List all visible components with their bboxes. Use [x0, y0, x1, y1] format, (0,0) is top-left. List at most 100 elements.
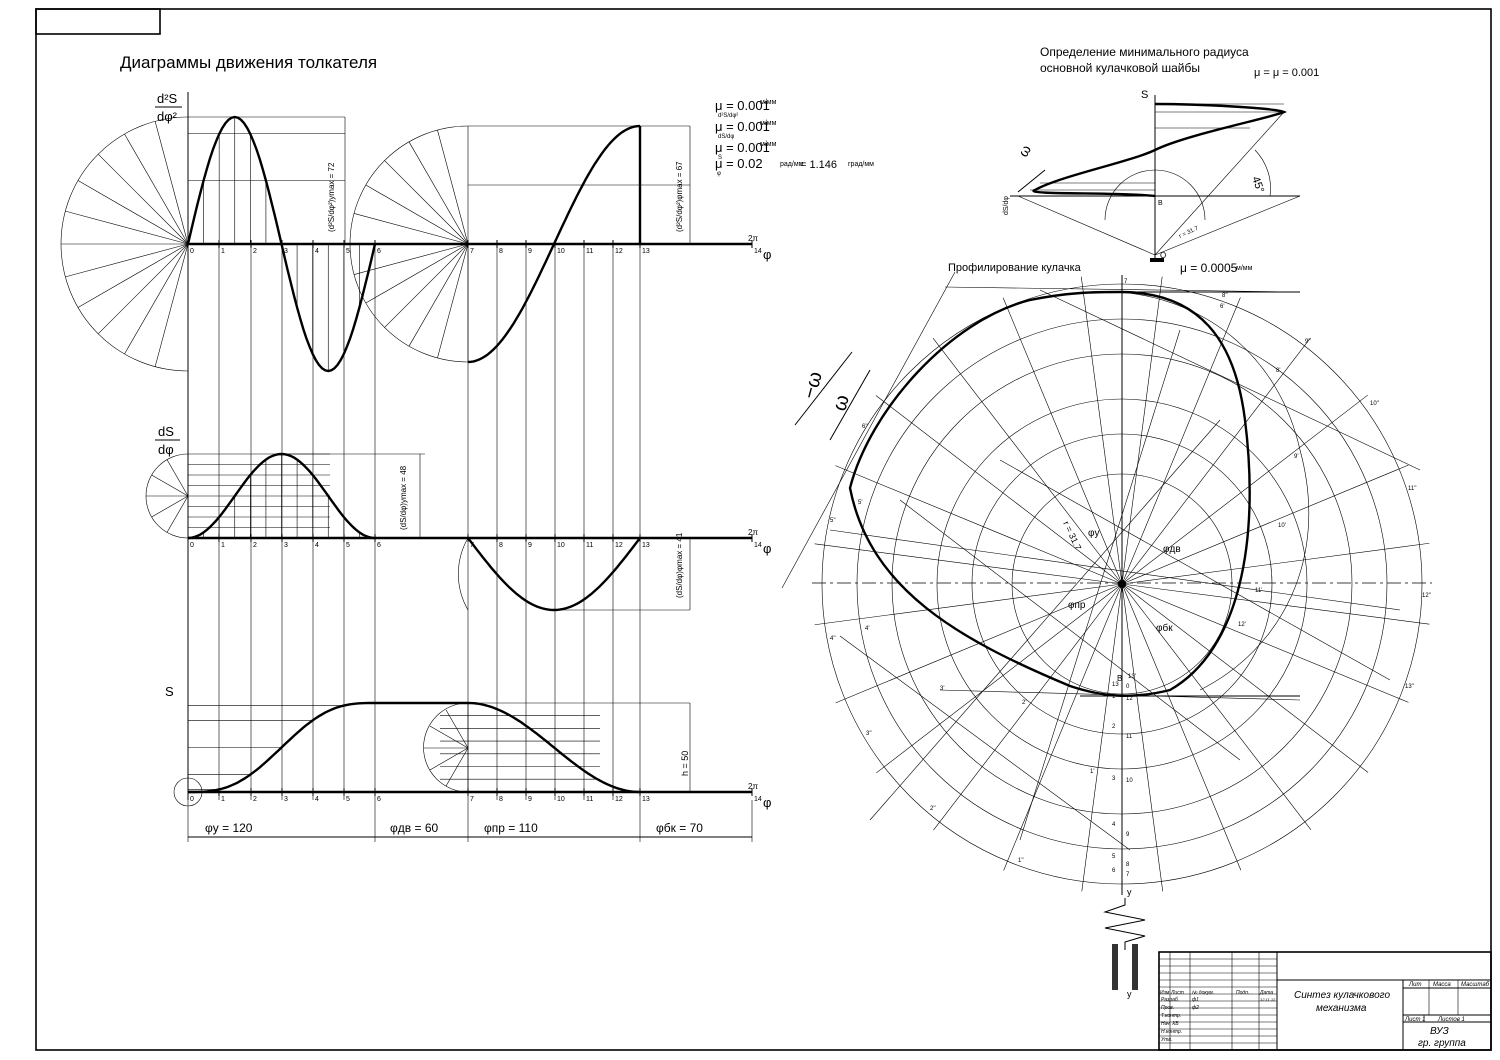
tick-label-2-7: 7: [470, 542, 474, 549]
d2s-ray-return-9: [384, 243, 469, 328]
d2s-ray-return-5: [353, 213, 469, 245]
min-radius-deriv-label: dS/dφ: [1003, 196, 1010, 215]
tick-label-1-9: 9: [528, 248, 532, 255]
cam-point-outer-9: 10'': [1370, 401, 1379, 407]
cam-tangent-1: [839, 635, 1131, 851]
diagrams-title: Диаграммы движения толкателя: [120, 53, 377, 72]
tick-label-2-9: 9: [528, 542, 532, 549]
tb-scale: Масштаб: [1461, 982, 1490, 988]
tick-label-2-4: 4: [315, 542, 319, 549]
s-aux-circle-return: [423, 702, 469, 793]
tick-label-2-14: 14: [754, 542, 762, 549]
scale-s-unit: м/мм: [760, 141, 777, 148]
cam-point-outer-0: 1'': [1018, 858, 1024, 864]
tb-name-line2: механизма: [1316, 1003, 1367, 1014]
cam-tangent-3: [1039, 289, 1421, 471]
ann-d2s-down: (d²S/dφ²)φmax = 67: [675, 161, 684, 232]
tick-label-1-4: 4: [315, 248, 319, 255]
cam-point-mid-6: 8': [1276, 368, 1280, 374]
min-radius-pivot: [1150, 258, 1164, 262]
d2s-ray-return-8: [365, 243, 469, 304]
cam-point-outer-3: 4'': [830, 636, 836, 642]
phase-label-return: φпр = 110: [484, 821, 538, 835]
cam-axis-mark-11: 8: [1126, 862, 1130, 868]
cam-axis-mark-12: 6: [1112, 868, 1116, 874]
tick-label-1-14: 14: [754, 248, 762, 255]
cam-tangent-5: [869, 419, 1221, 821]
tb-date: 12.11.12: [1260, 997, 1276, 1002]
tb-sheet-no: Лист 1: [1404, 1017, 1425, 1023]
tick-label-1-3: 3: [284, 248, 288, 255]
cam-circle-3: [891, 353, 1353, 815]
cam-tangent-2: [899, 499, 1241, 761]
cam-axis-mark-13: 7: [1126, 872, 1130, 878]
tick-label-3-8: 8: [499, 796, 503, 803]
d2s-ray-return-2: [408, 141, 469, 245]
cam-tangent-4: [999, 459, 1391, 681]
tick-label-2-5: 5: [346, 542, 350, 549]
cam-ray-3: [1121, 583, 1312, 830]
cam-profile-curve: [848, 290, 1251, 697]
s-ray-return-1: [445, 709, 469, 749]
tick-label-1-0: 0: [190, 248, 194, 255]
right-title-line1: Определение минимального радиуса: [1040, 45, 1249, 59]
tick-label-2-1: 1: [221, 542, 225, 549]
tb-header-0: Изм: [1160, 990, 1170, 996]
tb-row-val-0: ф1: [1192, 997, 1199, 1003]
ann-ds-up: (dS/dφ)ymax = 48: [399, 465, 408, 530]
ds-curve-return: [467, 537, 641, 612]
cam-axis-mark-7: 10: [1126, 778, 1133, 784]
tick-label-3-3: 3: [284, 796, 288, 803]
cam-phi-u: φу: [1088, 528, 1099, 539]
tick-label-3-5: 5: [346, 796, 350, 803]
d2s-ray-left-11: [154, 243, 189, 367]
cam-point-mid-1: 2': [1022, 700, 1026, 706]
scale-phi-unit: рад/мм: [780, 161, 804, 168]
scale-ds-sub: dS/dφ: [718, 134, 734, 140]
cam-point-outer-1: 2'': [930, 806, 936, 812]
ylabel-ds-num: dS: [158, 424, 174, 439]
scale-phi-sub: φ: [717, 171, 721, 177]
cam-axis-mark-10: 5: [1112, 854, 1116, 860]
tick-label-3-6: 6: [377, 796, 381, 803]
d2s-ray-return-10: [408, 243, 469, 347]
cam-point-mid-7: 9': [1294, 454, 1298, 460]
cam-omega-arrow-2: [829, 369, 871, 441]
tb-mass: Масса: [1433, 982, 1451, 988]
cam-ray-9: [876, 583, 1123, 774]
right-title-line2: основной кулачковой шайбы: [1040, 61, 1200, 75]
cam-point-mid-3: 4': [865, 626, 869, 632]
cam-circle-0: [1011, 473, 1233, 695]
s-ray-return-4: [429, 747, 469, 771]
d2s-ray-left-8: [77, 243, 189, 308]
d2s-ray-return-7: [353, 243, 469, 275]
min-radius-tangent-1: [1154, 111, 1285, 256]
cam-ray-17: [1080, 276, 1123, 585]
tick-label-2-10: 10: [557, 542, 565, 549]
sheet-frame: [35, 8, 1492, 1051]
tick-label-1-13: 13: [642, 248, 650, 255]
tick-label-3-10: 10: [557, 796, 565, 803]
xlabel-phi-1: φ: [763, 247, 771, 262]
tick-label-1-2: 2: [253, 248, 257, 255]
tick-label-2-3: 3: [284, 542, 288, 549]
cam-point-outer-5: 6'': [862, 424, 868, 430]
scale-l: μ = 0.0005: [1180, 261, 1238, 275]
cam-ray-6: [1081, 583, 1123, 892]
tick-label-3-9: 9: [528, 796, 532, 803]
cam-point-outer-10: 11'': [1408, 486, 1417, 492]
tb-row-label-4: Н.контр.: [1161, 1029, 1182, 1035]
tb-header-1: Лист: [1170, 990, 1184, 996]
d2s-ray-left-2: [124, 133, 189, 245]
cam-ray-20: [1121, 337, 1311, 585]
cam-omega: ω: [829, 393, 854, 414]
tb-row-label-0: Разраб.: [1161, 997, 1179, 1003]
cam-static: −ω ω r = 31.7 φу φдв φпр φбк y y B: [794, 351, 1181, 999]
ann-ds-down: (dS/dφ)φmax = 41: [675, 532, 684, 598]
tick-label-1-5: 5: [346, 248, 350, 255]
tick-label-1-10: 10: [557, 248, 565, 255]
tb-name-line1: Синтез кулачкового: [1294, 990, 1390, 1001]
d2s-ray-left-4: [77, 180, 189, 245]
